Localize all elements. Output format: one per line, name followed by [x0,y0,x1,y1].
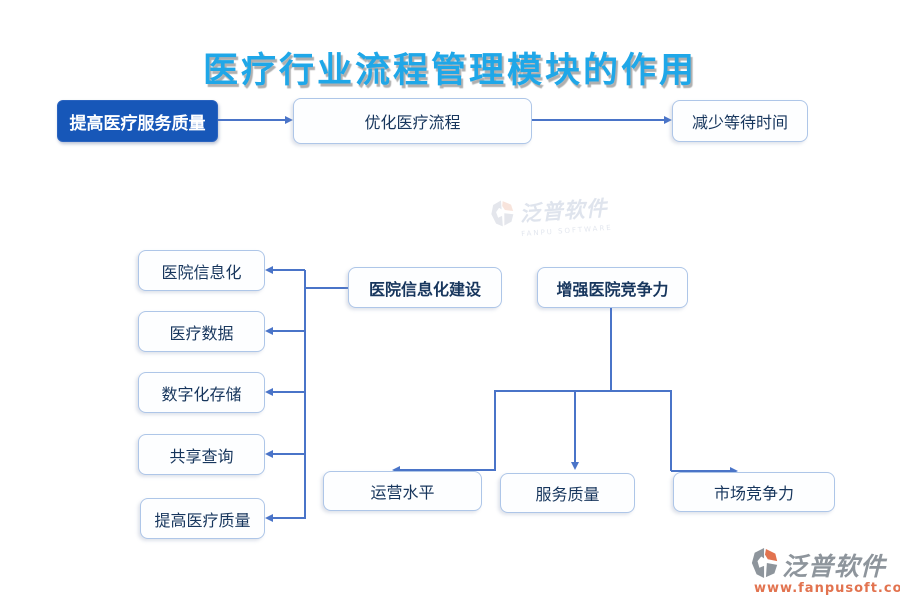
arrowhead-down-icon [571,462,579,470]
node-informatization-construction: 医院信息化建设 [348,267,502,308]
footer-brand: 泛普软件 [782,552,887,581]
node-improve-service-quality: 提高医疗服务质量 [57,100,218,142]
node-operation-level: 运营水平 [323,471,482,511]
arrowhead-right-icon [664,116,672,124]
arrowhead-right-icon [730,467,738,475]
fanpu-logo-icon [489,198,517,232]
connector-bottom-spread [494,390,672,392]
connector-bottom-left-drop [494,390,496,470]
connector-bottom-right-drop [670,390,672,471]
node-service-quality: 服务质量 [500,473,635,513]
connector-left-row-3 [272,391,305,393]
node-reduce-wait-time: 减少等待时间 [672,100,808,142]
arrowhead-left-icon [265,450,273,458]
footer-website-link[interactable]: www.fanpusoft.com [754,581,900,596]
node-optimize-process: 优化医疗流程 [293,98,532,144]
node-medical-data: 医疗数据 [138,311,265,352]
arrowhead-left-icon [265,388,273,396]
connector-left-row-4 [272,453,305,455]
footer-logo: 泛普软件 www.fanpusoft.com [750,547,900,596]
connector-left-trunk [304,270,306,519]
node-shared-query: 共享查询 [138,434,265,475]
connector-bottom-right-run [671,470,731,472]
node-enhance-competitiveness: 增强医院竞争力 [537,267,688,308]
watermark-brand: 泛普软件 [518,196,609,227]
arrowhead-left-icon [265,327,273,335]
watermark-text: 泛普软件 FANPU SOFTWARE [519,192,613,238]
fanpu-logo-icon [750,547,780,583]
center-watermark: 泛普软件 FANPU SOFTWARE [489,192,613,240]
node-hospital-informatization: 医院信息化 [138,250,265,291]
arrowhead-right-icon [285,116,293,124]
arrowhead-left-icon [392,466,400,474]
connector-left-row-5 [272,517,305,519]
node-improve-medical-quality: 提高医疗质量 [140,498,265,539]
connector-competitiveness-stem [610,308,612,391]
arrowhead-left-icon [265,514,273,522]
connector-top-2 [532,119,664,121]
connector-trunk-to-parent [306,287,348,289]
arrowhead-left-icon [265,266,273,274]
node-market-competitiveness: 市场竞争力 [673,472,835,512]
page-title: 医疗行业流程管理模块的作用 [202,51,697,91]
connector-bottom-left-run [400,469,496,471]
connector-left-row-2 [272,330,305,332]
connector-left-row-1 [272,269,305,271]
connector-top-1 [218,119,287,121]
connector-bottom-center-drop [574,390,576,462]
node-digital-storage: 数字化存储 [138,372,265,413]
